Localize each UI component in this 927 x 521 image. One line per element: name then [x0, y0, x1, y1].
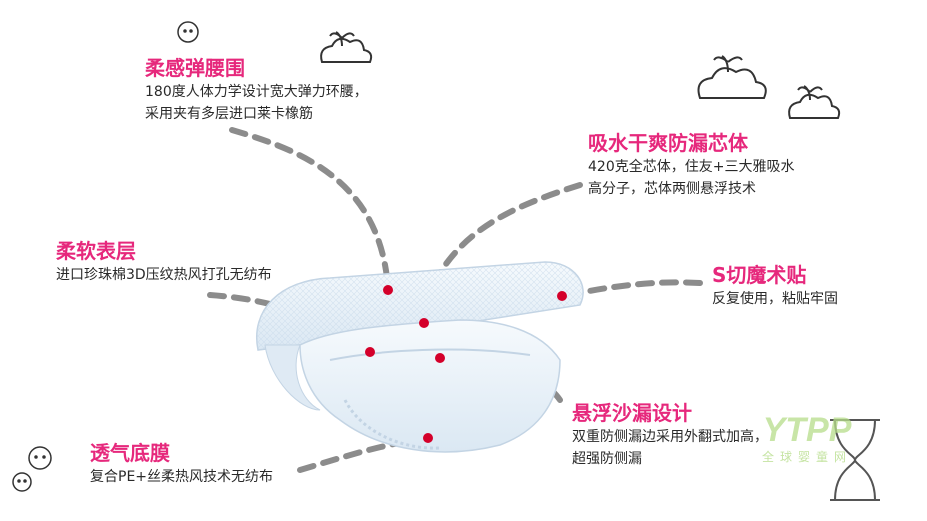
feature-title: 透气底膜 — [90, 441, 170, 465]
feature-title: 悬浮沙漏设计 — [572, 401, 692, 425]
dot-tape — [557, 291, 567, 301]
feature-desc-line: 复合PE+丝柔热风技术无纺布 — [90, 469, 274, 485]
feature-desc-line: 进口珍珠棉3D压纹热风打孔无纺布 — [56, 267, 272, 283]
dot-surface — [365, 347, 375, 357]
feature-tape: S切魔术贴 反复使用，粘贴牢固 — [712, 262, 838, 310]
feature-desc-line: 高分子，芯体两侧悬浮技术 — [588, 181, 756, 197]
feature-desc-line: 180度人体力学设计宽大弹力环腰， — [145, 84, 368, 100]
hourglass-icon — [830, 419, 880, 501]
feature-title: 柔感弹腰围 — [145, 56, 245, 80]
feature-desc-line: 反复使用，粘贴牢固 — [712, 291, 838, 307]
baby-face-icon — [12, 446, 52, 492]
watermark-tagline: 全球婴童网 — [761, 450, 852, 464]
baby-face-icon — [177, 21, 199, 43]
dot-leak — [435, 353, 445, 363]
feature-title: S切魔术贴 — [712, 263, 807, 287]
feature-title: 吸水干爽防漏芯体 — [588, 131, 748, 155]
cloud-sprout-icon — [320, 31, 373, 63]
dot-absorb — [419, 318, 429, 328]
feature-desc-line: 采用夹有多层进口莱卡橡筋 — [145, 106, 313, 122]
feature-absorb: 吸水干爽防漏芯体 420克全芯体，住友+三大雅吸水 高分子，芯体两侧悬浮技术 — [588, 130, 794, 200]
feature-desc-line: 420克全芯体，住友+三大雅吸水 — [588, 159, 795, 175]
feature-desc-line: 超强防侧漏 — [572, 451, 642, 467]
feature-breath: 透气底膜 复合PE+丝柔热风技术无纺布 — [90, 440, 273, 488]
feature-leak: 悬浮沙漏设计 双重防侧漏边采用外翻式加高， 超强防侧漏 — [572, 400, 768, 470]
feature-waist: 柔感弹腰围 180度人体力学设计宽大弹力环腰， 采用夹有多层进口莱卡橡筋 — [145, 55, 368, 125]
dot-breath — [423, 433, 433, 443]
dot-waist — [383, 285, 393, 295]
watermark: YTPP 全球婴童网 — [752, 412, 862, 465]
feature-title: 柔软表层 — [56, 239, 136, 263]
diaper-body — [256, 261, 584, 453]
feature-surface: 柔软表层 进口珍珠棉3D压纹热风打孔无纺布 — [56, 238, 272, 286]
feature-dots — [365, 285, 567, 443]
watermark-brand: YTPP — [762, 411, 852, 449]
cloud-sprout-icon — [697, 55, 841, 119]
feature-desc-line: 双重防侧漏边采用外翻式加高， — [572, 429, 768, 445]
